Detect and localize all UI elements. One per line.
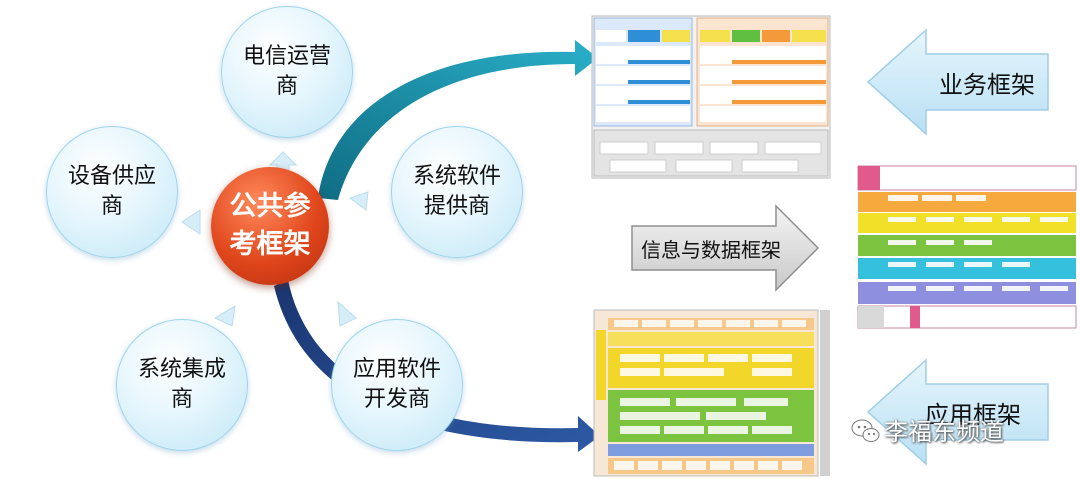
chevron-downright bbox=[337, 300, 357, 327]
circle-system-integrator: 系统集成商 bbox=[116, 319, 248, 451]
connector-chevrons bbox=[181, 151, 369, 327]
business-block-arrow bbox=[866, 28, 1049, 136]
application-framework-thumbnail bbox=[593, 309, 830, 477]
chevron-downleft bbox=[213, 305, 236, 327]
circle-label-equipment: 设备供应商 bbox=[67, 164, 156, 219]
circle-label-software: 系统软件提供商 bbox=[412, 164, 501, 219]
circle-label-telecom: 电信运营商 bbox=[242, 44, 331, 99]
chevron-left bbox=[181, 209, 201, 235]
center-label: 公共参考框架 bbox=[229, 191, 311, 260]
circle-system-software: 系统软件提供商 bbox=[391, 126, 523, 258]
center-common-reference-framework: 公共参考框架 bbox=[211, 167, 329, 285]
application-block-arrow bbox=[866, 358, 1049, 466]
business-framework-thumbnail bbox=[591, 15, 831, 179]
circle-equipment-supplier: 设备供应商 bbox=[46, 126, 178, 258]
circle-application-developer: 应用软件开发商 bbox=[331, 319, 463, 451]
chevron-up bbox=[268, 151, 298, 173]
info-framework-thumbnail bbox=[857, 165, 1077, 329]
business-framework-label: 业务框架 bbox=[939, 70, 1035, 99]
circle-telecom-operator: 电信运营商 bbox=[221, 6, 353, 138]
wechat-icon bbox=[851, 419, 880, 442]
chevron-upright bbox=[348, 191, 369, 211]
circle-label-appdev: 应用软件开发商 bbox=[352, 357, 441, 412]
circle-label-integrator: 系统集成商 bbox=[137, 357, 226, 412]
info-framework-label: 信息与数据框架 bbox=[641, 237, 781, 262]
arrow-to-business bbox=[318, 40, 598, 200]
application-framework-label: 应用框架 bbox=[925, 400, 1021, 429]
watermark-text: 李福东频道 bbox=[884, 418, 1004, 446]
info-block-arrow bbox=[631, 204, 820, 292]
